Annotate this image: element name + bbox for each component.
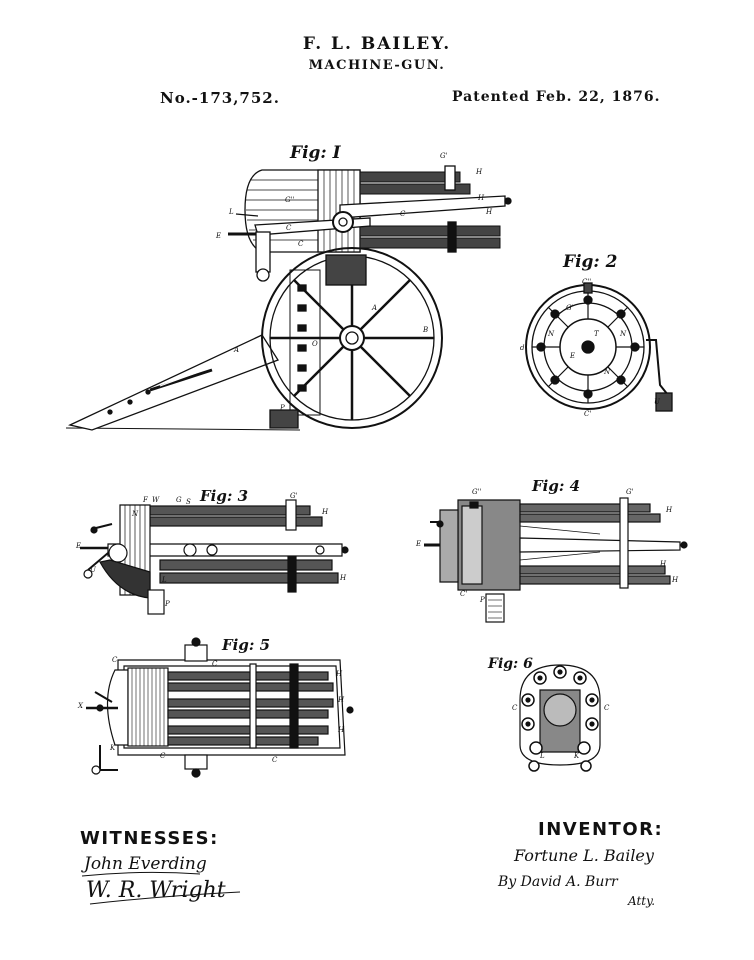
fig3-letter: G' xyxy=(290,492,298,500)
fig6-letter: L xyxy=(540,752,545,760)
witness-signature-2: W. R. Wright xyxy=(86,878,226,903)
fig2-letter: N xyxy=(620,330,627,338)
fig1-letter: C xyxy=(400,210,406,218)
fig2-letter: U xyxy=(654,398,660,406)
fig1-letter: P xyxy=(280,404,285,412)
fig2-letter: G' xyxy=(566,304,574,312)
attorney-by-line: By David A. Burr xyxy=(498,874,618,890)
patent-date: Patented Feb. 22, 1876. xyxy=(452,89,661,105)
fig2-letter: C'' xyxy=(582,278,592,286)
fig3-letter: S xyxy=(186,498,191,506)
fig4-label: Fig: 4 xyxy=(532,477,581,495)
fig3-letter: L xyxy=(162,576,167,584)
fig1-label: Fig: I xyxy=(290,143,341,163)
inventor-heading: INVENTOR: xyxy=(538,819,664,840)
fig3-letter: N xyxy=(132,510,139,518)
fig5-letter: C xyxy=(272,756,278,764)
fig1-letter: A xyxy=(234,346,240,354)
fig6-label: Fig: 6 xyxy=(488,656,533,672)
fig4-letter: H xyxy=(672,576,679,584)
fig2-letter: d xyxy=(520,344,525,352)
fig6-letter: C xyxy=(604,704,610,712)
fig1-letter: E xyxy=(216,232,222,240)
fig3-letter: G xyxy=(176,496,182,504)
fig1-letter: O xyxy=(312,340,318,348)
fig3-letter: W xyxy=(152,496,160,504)
fig3-label: Fig: 3 xyxy=(200,487,249,505)
fig2-letter: C' xyxy=(584,410,592,418)
fig2-letter: N xyxy=(604,368,611,376)
fig4-letter: P xyxy=(480,596,485,604)
fig2-letter: E xyxy=(570,352,576,360)
fig1-letter: C xyxy=(298,240,304,248)
fig2-letter: O xyxy=(632,342,638,350)
fig2-letter: N xyxy=(548,330,555,338)
fig3-letter: U xyxy=(90,566,96,574)
fig1-letter: G'' xyxy=(285,196,295,204)
fig4-letter: E xyxy=(416,540,422,548)
patent-inventor-name: F. L. BAILEY. xyxy=(302,34,452,54)
fig6-letter: C xyxy=(512,704,518,712)
fig5-letter: H xyxy=(338,726,345,734)
fig4-letter: H xyxy=(666,506,673,514)
fig1-letter: H xyxy=(478,194,485,202)
fig1-letter: H xyxy=(486,208,493,216)
fig3-letter: P xyxy=(165,600,170,608)
fig3-letter: H xyxy=(322,508,329,516)
fig4-letter: G'' xyxy=(472,488,482,496)
inventor-signature: Fortune L. Bailey xyxy=(514,846,654,865)
witnesses-heading: WITNESSES: xyxy=(80,828,219,849)
fig5-letter: H xyxy=(338,696,345,704)
fig3-letter: H xyxy=(340,574,347,582)
fig4-letter: H xyxy=(660,560,667,568)
fig6-letter: K xyxy=(574,752,580,760)
attorney-label: Atty. xyxy=(628,894,656,908)
fig4-letter: G' xyxy=(626,488,634,496)
fig3-letter: F xyxy=(143,496,148,504)
fig4-letter: C' xyxy=(460,590,468,598)
fig1-letter: B xyxy=(423,326,429,334)
fig1-letter: C xyxy=(286,224,292,232)
fig5-letter: K xyxy=(110,744,116,752)
fig1-letter: L xyxy=(229,208,234,216)
fig2-label: Fig: 2 xyxy=(563,252,618,272)
fig5-letter: X xyxy=(78,702,83,710)
fig5-letter: C xyxy=(212,660,218,668)
fig1-letter: H xyxy=(476,168,483,176)
fig5-label: Fig: 5 xyxy=(222,636,271,654)
fig1-letter: A xyxy=(372,304,378,312)
fig5-letter: C xyxy=(112,656,118,664)
fig2-letter: T xyxy=(594,330,599,338)
fig1-letter: G' xyxy=(440,152,448,160)
patent-title: MACHINE-GUN. xyxy=(308,58,446,73)
fig3-letter: E xyxy=(76,542,82,550)
fig5-letter: C xyxy=(160,752,166,760)
witness-signature-1: John Everding xyxy=(84,854,207,874)
fig5-letter: H xyxy=(336,670,343,678)
patent-number: No.-173,752. xyxy=(160,89,280,107)
